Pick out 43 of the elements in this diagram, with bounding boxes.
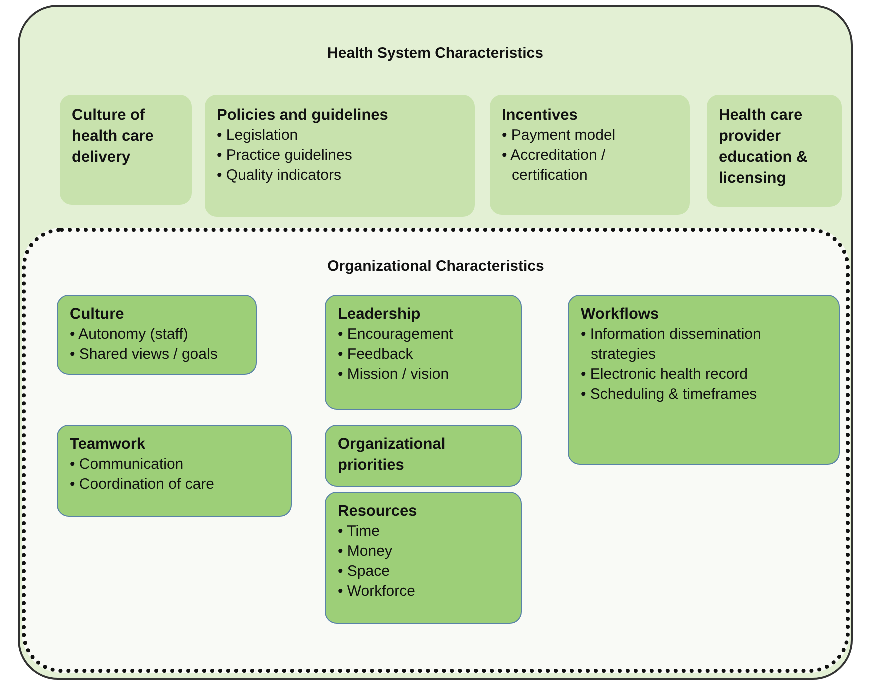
- box-heading: Incentives: [502, 106, 579, 126]
- category-box: [325, 295, 522, 410]
- bullet-item: • Mission / vision: [338, 365, 450, 385]
- category-box: [568, 295, 840, 465]
- category-box: [325, 492, 522, 624]
- bullet-item: • Time: [338, 522, 381, 542]
- bullet-item: • Space: [338, 562, 391, 582]
- box-heading: Policies and guidelines: [217, 106, 390, 126]
- box-heading: Culture of health care delivery: [72, 106, 155, 168]
- box-heading: Health care provider education & licensing: [719, 106, 809, 189]
- box-heading: Teamwork: [70, 435, 147, 455]
- box-heading: Workflows: [581, 305, 660, 325]
- box-heading: Culture: [70, 305, 126, 325]
- bullet-item: • Legislation: [217, 126, 300, 146]
- category-box: [707, 95, 842, 207]
- category-box: [490, 95, 690, 215]
- bullet-item: • Shared views / goals: [70, 345, 219, 365]
- bullet-item: • Coordination of care: [70, 475, 216, 495]
- bullet-item: • Accreditation / certification: [502, 146, 607, 186]
- bullet-item: • Feedback: [338, 345, 414, 365]
- category-box: [57, 425, 292, 517]
- group-title: Organizational Characteristics: [328, 258, 544, 275]
- bullet-item: • Quality indicators: [217, 166, 342, 186]
- category-box: [205, 95, 475, 217]
- bullet-item: • Practice guidelines: [217, 146, 354, 166]
- bullet-item: • Payment model: [502, 126, 617, 146]
- bullet-item: • Workforce: [338, 582, 416, 602]
- box-heading: Leadership: [338, 305, 422, 325]
- category-box: [60, 95, 192, 205]
- category-box: [57, 295, 257, 375]
- group-title: Health System Characteristics: [328, 45, 544, 62]
- bullet-item: • Electronic health record: [581, 365, 749, 385]
- bullet-item: • Communication: [70, 455, 185, 475]
- box-heading: Organizational priorities: [338, 435, 447, 476]
- bullet-item: • Autonomy (staff): [70, 325, 190, 345]
- bullet-item: • Money: [338, 542, 394, 562]
- bullet-item: • Encouragement: [338, 325, 454, 345]
- group-panel: [22, 228, 850, 673]
- bullet-item: • Scheduling & timeframes: [581, 385, 758, 405]
- box-heading: Resources: [338, 502, 418, 522]
- category-box: [325, 425, 522, 487]
- group-panel: [18, 5, 853, 680]
- bullet-item: • Information dissemination strategies: [581, 325, 762, 365]
